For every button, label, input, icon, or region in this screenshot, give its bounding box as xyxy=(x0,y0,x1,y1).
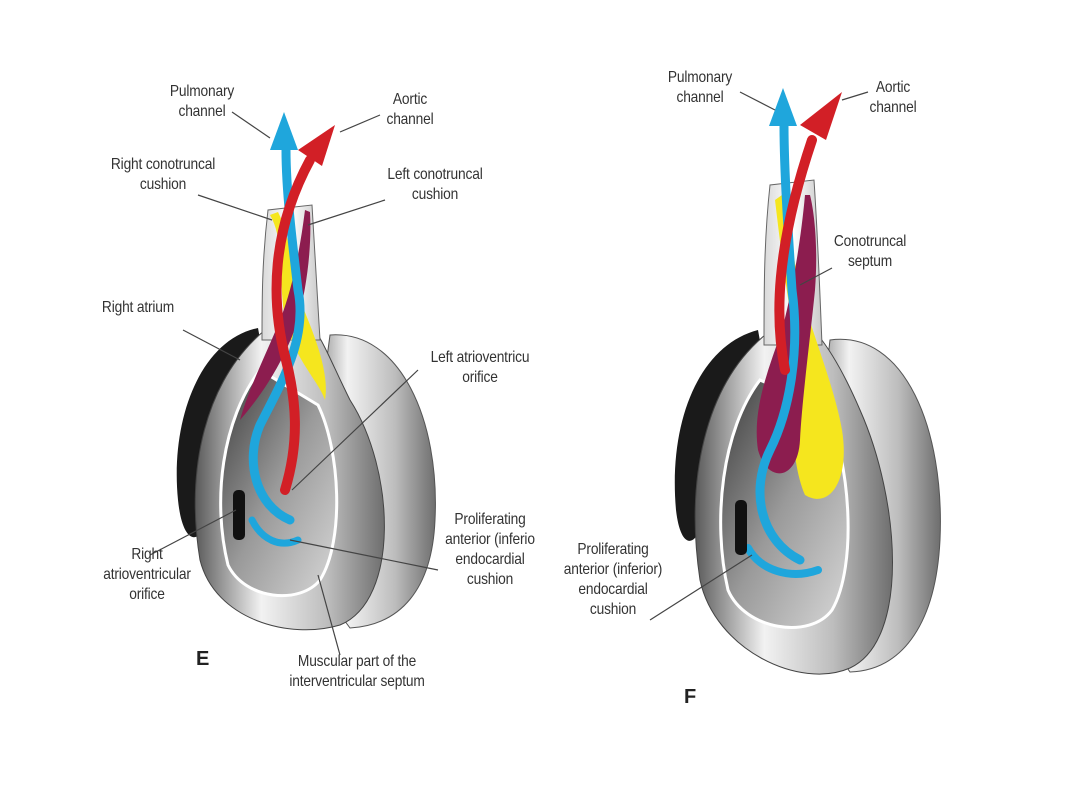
label-muscular-septum: Muscular part of the interventricular se… xyxy=(289,653,425,690)
label-right-conotruncal-cushion: Right conotruncal cushion xyxy=(110,156,216,193)
label-aortic-channel-e: Aortic channel xyxy=(386,91,434,128)
label-proliferating-cushion-f: Proliferating anterior (inferior) endoca… xyxy=(563,541,663,618)
pulmonary-arrowhead-e xyxy=(270,112,298,150)
label-proliferating-cushion-e: Proliferating anterior (inferio endocard… xyxy=(445,511,535,588)
label-right-atrium: Right atrium xyxy=(101,299,175,316)
label-aortic-channel-f: Aortic channel xyxy=(869,79,917,116)
label-pulmonary-channel-e: Pulmonary channel xyxy=(169,83,235,120)
aortic-arrowhead-e xyxy=(298,125,335,166)
proliferating-cushion-shape-e xyxy=(248,516,302,547)
panel-e xyxy=(149,111,439,656)
av-orifice-shape-f xyxy=(735,500,747,555)
pulmonary-arrowhead-f xyxy=(769,88,797,126)
panel-letter-f: F xyxy=(684,686,697,708)
leader-lines-f xyxy=(649,91,869,621)
pulmonary-flow-f xyxy=(755,120,805,565)
aortic-flow-e xyxy=(271,155,315,495)
proliferating-cushion-shape-f xyxy=(744,544,822,578)
label-right-av-orifice: Right atrioventricular orifice xyxy=(103,546,191,603)
conotruncal-septum-maroon xyxy=(756,195,817,474)
right-av-orifice-shape xyxy=(233,490,245,540)
label-left-conotruncal-cushion: Left conotruncal cushion xyxy=(387,166,483,203)
label-conotruncal-septum: Conotruncal septum xyxy=(833,233,907,270)
panel-letter-e: E xyxy=(196,648,210,670)
leader-lines-e xyxy=(149,111,439,656)
label-left-av-orifice: Left atrioventricu orifice xyxy=(430,349,530,386)
ventricle-cavity-e xyxy=(219,368,339,598)
aortic-arrowhead-f xyxy=(800,92,842,140)
aortic-flow-f xyxy=(774,135,817,375)
panel-f xyxy=(649,88,941,675)
label-pulmonary-channel-f: Pulmonary channel xyxy=(667,69,733,106)
